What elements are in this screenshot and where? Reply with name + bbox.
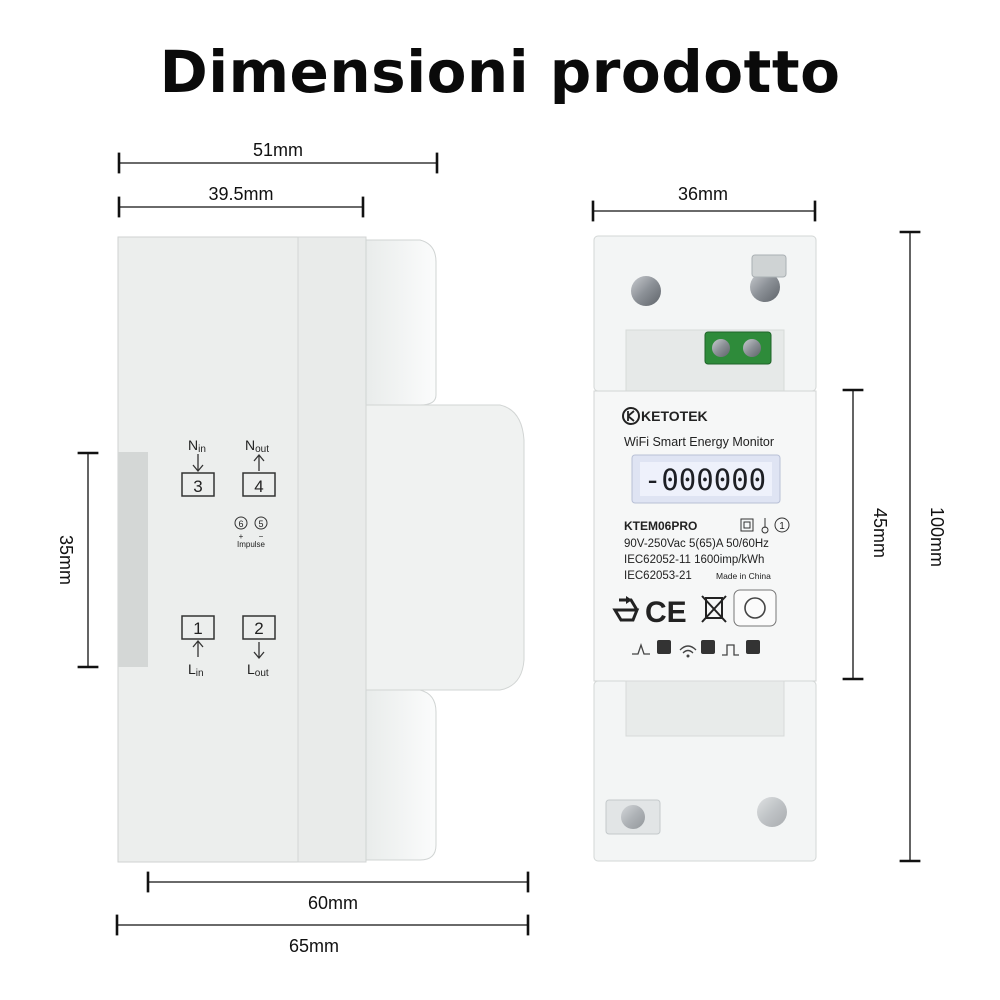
pair-button[interactable] — [733, 589, 777, 627]
terminal-label-nout: Nout — [245, 437, 269, 455]
dimension-bottom-inner: 60mm — [146, 871, 530, 913]
svg-text:−: − — [259, 532, 264, 541]
dimension-top-inner: 39.5mm — [117, 184, 365, 218]
side-clear-cover-bottom — [365, 689, 437, 861]
weee-bin-icon — [701, 595, 727, 623]
led-relay-indicator — [722, 640, 760, 656]
terminal-number: 2 — [254, 619, 263, 638]
terminal-2: 2 Lout — [242, 615, 276, 679]
page-title: Dimensioni prodotto — [159, 38, 841, 106]
dimension-label: 35mm — [56, 535, 76, 585]
lcd-value: -000000 — [644, 463, 766, 497]
terminal-1: 1 Lin — [181, 615, 215, 679]
dimension-label: 36mm — [678, 184, 728, 204]
screw-icon — [631, 276, 661, 306]
terminal-number: 3 — [193, 477, 202, 496]
screw-icon — [750, 272, 780, 302]
side-housing-middle — [297, 236, 367, 863]
dimension-total-height: 100mm — [899, 230, 947, 863]
dimension-label: 39.5mm — [208, 184, 273, 204]
brand-logo: KETOTEK — [622, 407, 708, 425]
screw-icon — [743, 339, 761, 357]
made-in-label: Made in China — [716, 571, 771, 581]
brand-name: KETOTEK — [641, 408, 708, 424]
screw-icon — [621, 805, 645, 829]
svg-text:+: + — [239, 532, 244, 541]
spec-line-2: IEC62052-11 1600imp/kWh — [624, 554, 764, 566]
side-front-body — [365, 404, 525, 691]
front-main-body — [593, 390, 817, 682]
front-view: KETOTEK WiFi Smart Energy Monitor -00000… — [591, 184, 947, 863]
terminal-label-lin: Lin — [188, 661, 204, 679]
recycle-icon — [612, 596, 640, 622]
spec-line-3: IEC62053-21 — [624, 570, 692, 582]
dimension-label: 51mm — [253, 140, 303, 160]
svg-text:1: 1 — [779, 521, 785, 532]
screw-icon — [757, 797, 787, 827]
dimension-top-overall: 51mm — [117, 140, 439, 174]
terminal-3: Nin 3 — [181, 437, 215, 497]
terminal-4: Nout 4 — [242, 437, 276, 497]
dimension-left-height: 35mm — [56, 451, 99, 669]
dimension-label: 45mm — [870, 508, 890, 558]
class-symbols: 1 — [740, 517, 790, 534]
dimension-label: 65mm — [289, 936, 339, 956]
product-name: WiFi Smart Energy Monitor — [624, 435, 774, 449]
model-number: KTEM06PRO — [624, 519, 697, 533]
terminal-label-nin: Nin — [188, 437, 206, 455]
led-wifi-indicator — [679, 640, 715, 658]
svg-text:6: 6 — [238, 519, 243, 529]
terminal-number: 1 — [193, 619, 202, 638]
dimension-label: 100mm — [927, 507, 947, 567]
terminal-label-lout: Lout — [247, 661, 269, 679]
side-view: Nin 3 Nout 4 6 5 + − Impulse 1 Li — [56, 140, 530, 956]
ce-mark-icon: CE — [645, 596, 687, 629]
led-pulse-indicator — [632, 640, 671, 655]
impulse-pins: 6 5 + − Impulse — [234, 516, 268, 549]
dimension-bottom-overall: 65mm — [115, 914, 530, 956]
side-clear-cover-top — [365, 239, 437, 406]
din-rail-notch — [118, 452, 148, 667]
spec-line-1: 90V-250Vac 5(65)A 50/60Hz — [624, 538, 769, 550]
dimension-body-height: 45mm — [842, 388, 890, 681]
svg-text:5: 5 — [258, 519, 263, 529]
terminal-number: 4 — [254, 477, 263, 496]
dimension-label: 60mm — [308, 893, 358, 913]
screw-icon — [712, 339, 730, 357]
dimension-front-width: 36mm — [591, 184, 817, 222]
green-terminal-block — [704, 331, 772, 365]
impulse-label: Impulse — [237, 540, 266, 549]
